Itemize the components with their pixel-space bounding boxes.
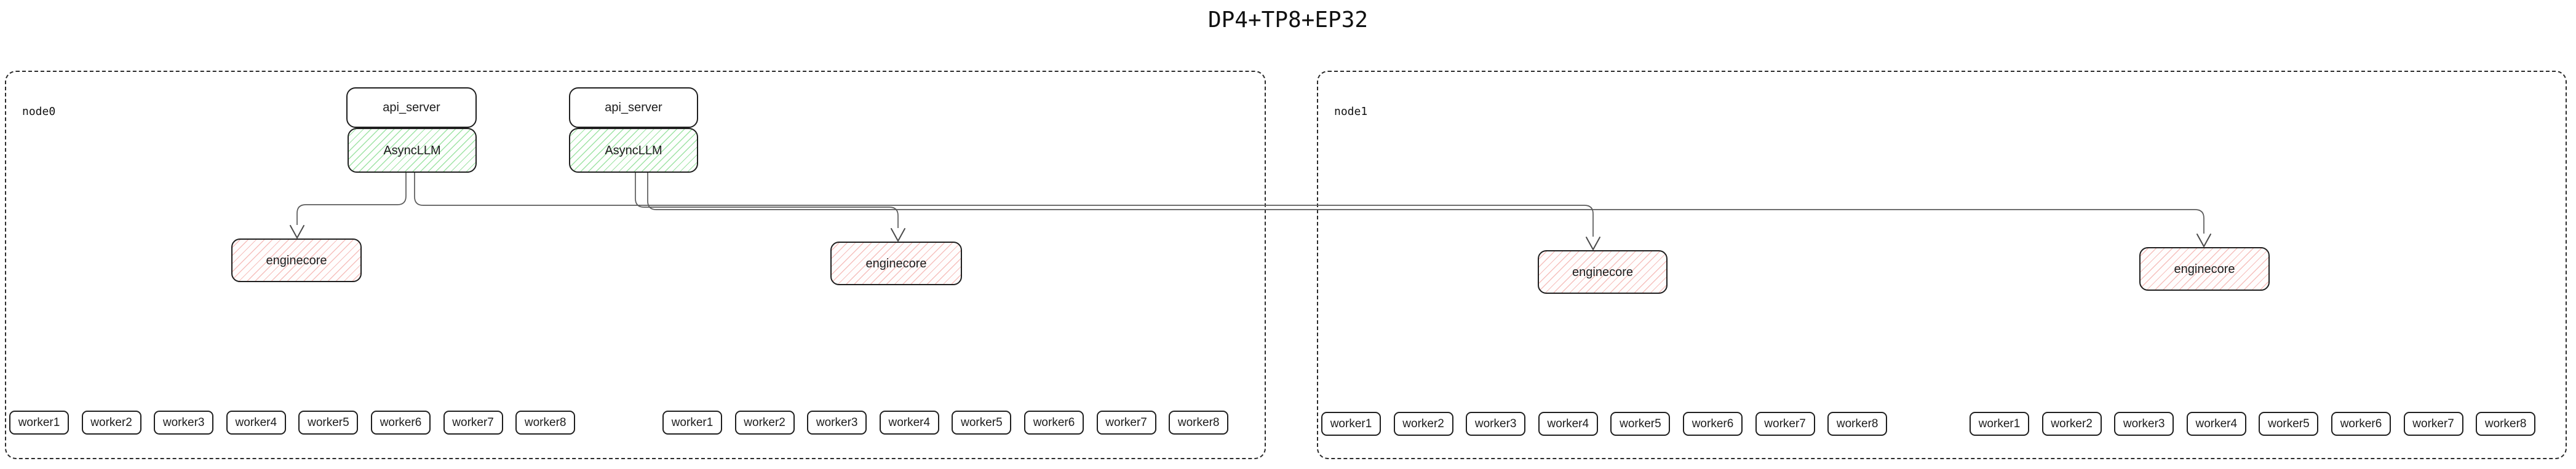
enginecore-box-4: enginecore: [2139, 247, 2270, 291]
worker-box: worker4: [879, 411, 939, 435]
worker-box: worker5: [952, 411, 1012, 435]
worker-box: worker1: [1321, 412, 1381, 436]
worker-box: worker2: [81, 411, 141, 435]
asyncllm-box-2: AsyncLLM: [569, 128, 698, 173]
worker-box: worker8: [1827, 412, 1888, 436]
worker-box: worker6: [2331, 412, 2391, 436]
enginecore-box-2: enginecore: [830, 242, 962, 285]
diagram-title: DP4+TP8+EP32: [1207, 7, 1369, 33]
worker-box: worker6: [1024, 411, 1084, 435]
api-server-box-2: api_server: [569, 87, 698, 128]
worker-box: worker4: [1538, 412, 1598, 436]
worker-box: worker2: [734, 411, 795, 435]
worker-box: worker2: [2041, 412, 2102, 436]
node1-label: node1: [1334, 105, 1368, 118]
worker-box: worker6: [1683, 412, 1743, 436]
worker-box: worker3: [2114, 412, 2174, 436]
worker-box: worker7: [1755, 412, 1815, 436]
asyncllm-box-1: AsyncLLM: [348, 128, 477, 173]
worker-box: worker7: [1096, 411, 1156, 435]
worker-box: worker8: [2476, 412, 2536, 436]
worker-box: worker4: [226, 411, 286, 435]
worker-box: worker1: [9, 411, 69, 435]
worker-box: worker3: [807, 411, 867, 435]
worker-box: worker2: [1393, 412, 1453, 436]
worker-box: worker3: [1466, 412, 1526, 436]
node0-label: node0: [22, 105, 56, 118]
worker-box: worker6: [371, 411, 431, 435]
worker-box: worker7: [2403, 412, 2463, 436]
api-server-box-1: api_server: [346, 87, 477, 128]
worker-box: worker4: [2186, 412, 2246, 436]
enginecore-box-3: enginecore: [1538, 250, 1668, 294]
worker-box: worker5: [2259, 412, 2319, 436]
worker-box: worker8: [515, 411, 576, 435]
worker-box: worker7: [443, 411, 503, 435]
worker-box: worker5: [1610, 412, 1671, 436]
node1-container: node1: [1317, 71, 2567, 459]
worker-box: worker5: [298, 411, 359, 435]
enginecore-box-1: enginecore: [231, 238, 362, 282]
worker-box: worker1: [1970, 412, 2029, 436]
worker-box: worker1: [662, 411, 722, 435]
worker-box: worker8: [1169, 411, 1229, 435]
worker-box: worker3: [154, 411, 214, 435]
node0-container: node0: [5, 71, 1266, 459]
